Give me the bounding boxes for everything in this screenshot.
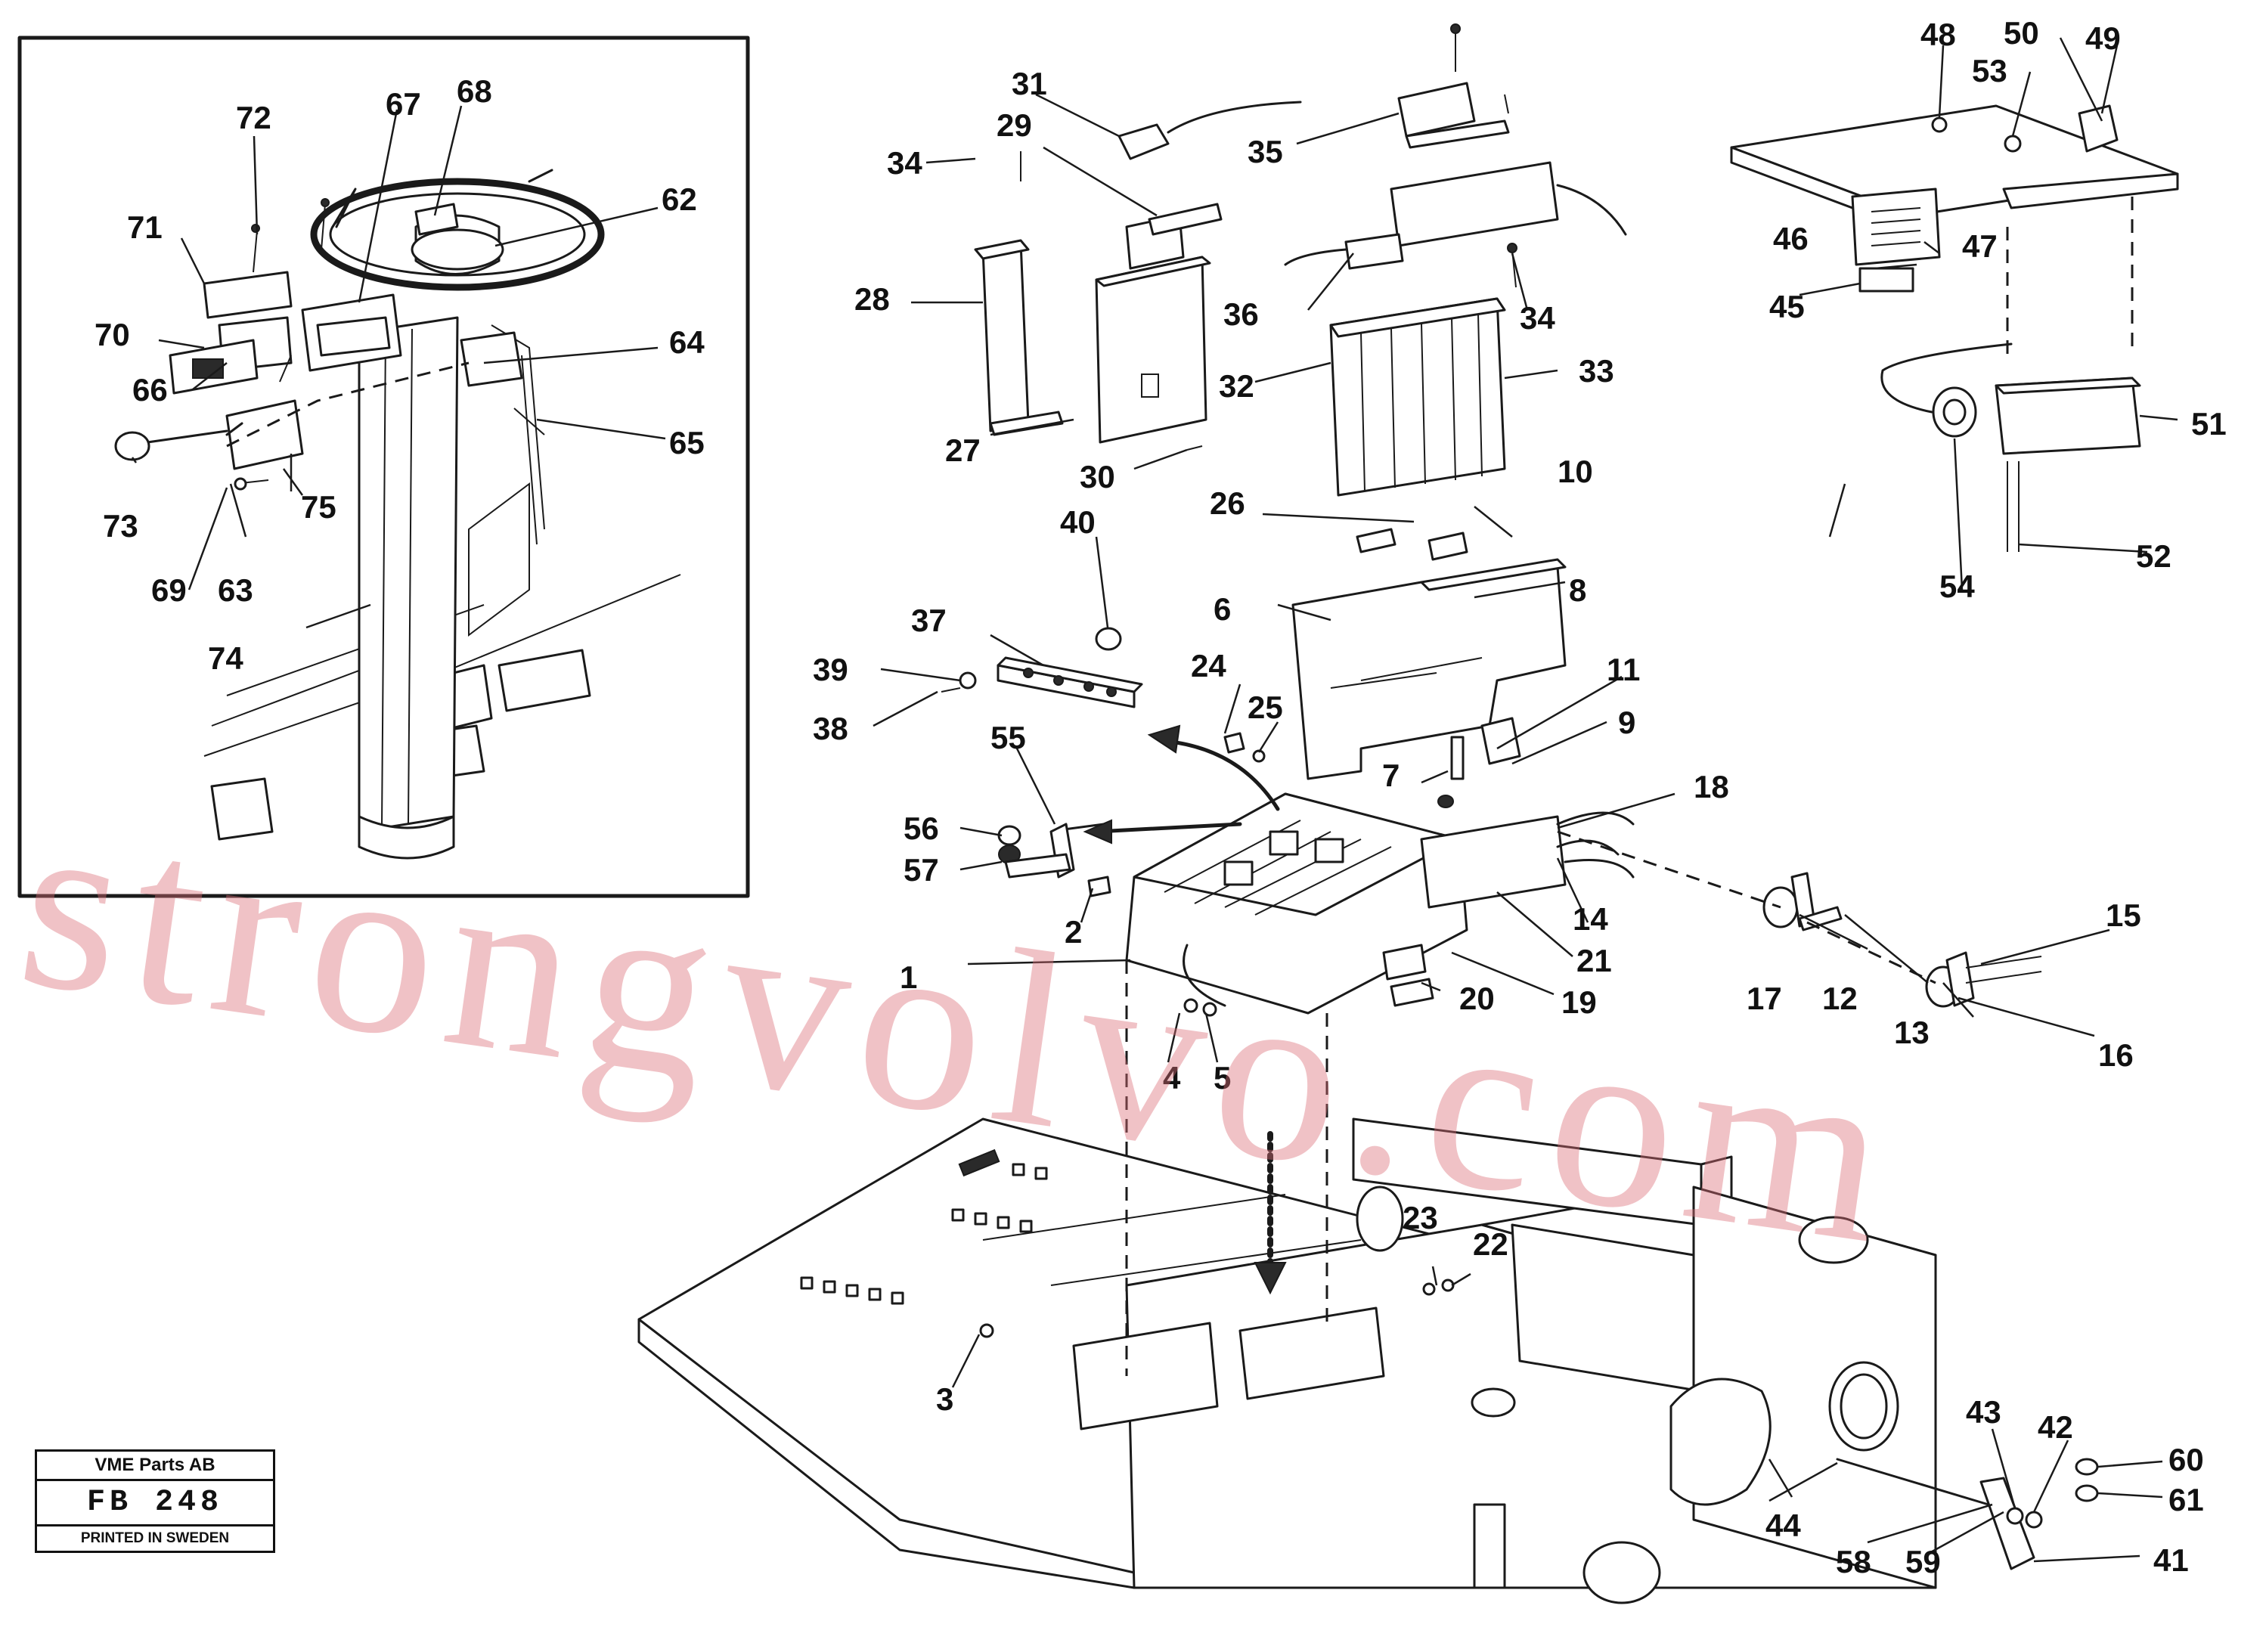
callout-54: 54	[1939, 569, 1975, 604]
callout-6: 6	[1214, 591, 1231, 627]
callout-14: 14	[1573, 901, 1608, 937]
callout-42: 42	[2038, 1409, 2073, 1445]
callout-33: 33	[1579, 353, 1614, 389]
housing-group	[1291, 528, 1567, 808]
callout-45: 45	[1769, 289, 1805, 324]
callout-35: 35	[1248, 134, 1283, 169]
callout-58: 58	[1836, 1544, 1871, 1579]
parts-stamp: VME Parts AB FB 248 PRINTED IN SWEDEN	[35, 1449, 275, 1553]
relay-block-group	[1284, 23, 1627, 497]
callout-10: 10	[1558, 454, 1593, 489]
callout-23: 23	[1403, 1200, 1438, 1235]
callout-56: 56	[904, 811, 939, 846]
stamp-company: VME Parts AB	[37, 1452, 273, 1481]
callout-36: 36	[1223, 296, 1259, 332]
callout-59: 59	[1905, 1544, 1941, 1579]
callout-40: 40	[1060, 504, 1096, 540]
callout-19: 19	[1561, 984, 1597, 1020]
control-unit-group	[974, 101, 1302, 451]
callout-67: 67	[386, 86, 421, 122]
callout-30: 30	[1080, 459, 1115, 494]
callout-labels: 1 2 3 4 5 6 7 8 9 10 11 12 13 14 15 16 1…	[95, 15, 2227, 1579]
callout-66: 66	[132, 372, 168, 408]
callout-8: 8	[1569, 572, 1586, 608]
callout-68: 68	[457, 73, 492, 109]
callout-46: 46	[1773, 221, 1809, 256]
callout-65: 65	[669, 425, 705, 460]
callout-47: 47	[1962, 228, 1998, 264]
callout-13: 13	[1894, 1015, 1930, 1050]
callout-34a: 34	[887, 145, 922, 181]
callout-31: 31	[1012, 66, 1047, 101]
callout-50: 50	[2004, 15, 2039, 51]
callout-1: 1	[900, 959, 917, 995]
callout-52: 52	[2136, 538, 2171, 574]
callout-38: 38	[813, 711, 848, 746]
callout-49: 49	[2085, 20, 2121, 56]
callout-26: 26	[1210, 485, 1245, 521]
callout-74: 74	[208, 640, 243, 676]
callout-63: 63	[218, 572, 253, 608]
callout-11: 11	[1607, 652, 1640, 687]
callout-34b: 34	[1520, 300, 1555, 336]
callout-9: 9	[1618, 705, 1635, 740]
callout-41: 41	[2153, 1542, 2189, 1578]
callout-5: 5	[1214, 1060, 1231, 1096]
callout-4: 4	[1163, 1060, 1181, 1096]
stamp-code: FB 248	[37, 1481, 273, 1526]
callout-2: 2	[1065, 914, 1082, 950]
callout-32: 32	[1219, 368, 1254, 404]
callout-57: 57	[904, 852, 939, 888]
callout-62: 62	[662, 181, 697, 217]
callout-73: 73	[103, 508, 138, 544]
callout-17: 17	[1747, 981, 1782, 1016]
callout-55: 55	[990, 720, 1026, 755]
callout-72: 72	[236, 100, 271, 135]
small-parts-group	[941, 627, 1266, 879]
inset-steering-column	[17, 36, 750, 898]
bracket-group	[1557, 830, 2042, 1008]
callout-43: 43	[1966, 1394, 2001, 1430]
callout-64: 64	[669, 324, 705, 360]
callout-61: 61	[2168, 1482, 2204, 1517]
callout-27: 27	[945, 432, 981, 468]
callout-16: 16	[2098, 1037, 2134, 1073]
callout-75: 75	[301, 489, 336, 525]
electrical-centre-group	[1057, 724, 1635, 1017]
callout-60: 60	[2168, 1442, 2204, 1477]
callout-18: 18	[1694, 769, 1729, 804]
callout-21: 21	[1576, 943, 1612, 978]
callout-71: 71	[127, 209, 163, 245]
callout-15: 15	[2106, 897, 2141, 933]
stamp-printed: PRINTED IN SWEDEN	[80, 1530, 230, 1546]
callout-37: 37	[911, 603, 947, 638]
leader-lines	[131, 37, 2178, 1563]
callout-51: 51	[2191, 406, 2227, 442]
right-panel-group	[1730, 104, 2179, 552]
callout-48: 48	[1920, 17, 1956, 52]
callout-70: 70	[95, 317, 130, 352]
base-frame	[637, 960, 2099, 1604]
callout-29: 29	[997, 107, 1032, 143]
callout-53: 53	[1972, 53, 2007, 88]
callout-25: 25	[1248, 690, 1283, 725]
callout-24: 24	[1191, 648, 1226, 683]
callout-7: 7	[1382, 758, 1400, 793]
callout-20: 20	[1459, 981, 1495, 1016]
callout-44: 44	[1765, 1508, 1801, 1543]
callout-28: 28	[854, 281, 890, 317]
callout-22: 22	[1473, 1226, 1508, 1262]
callout-3: 3	[936, 1381, 953, 1417]
callout-12: 12	[1822, 981, 1858, 1016]
callout-69: 69	[151, 572, 187, 608]
callout-39: 39	[813, 652, 848, 687]
